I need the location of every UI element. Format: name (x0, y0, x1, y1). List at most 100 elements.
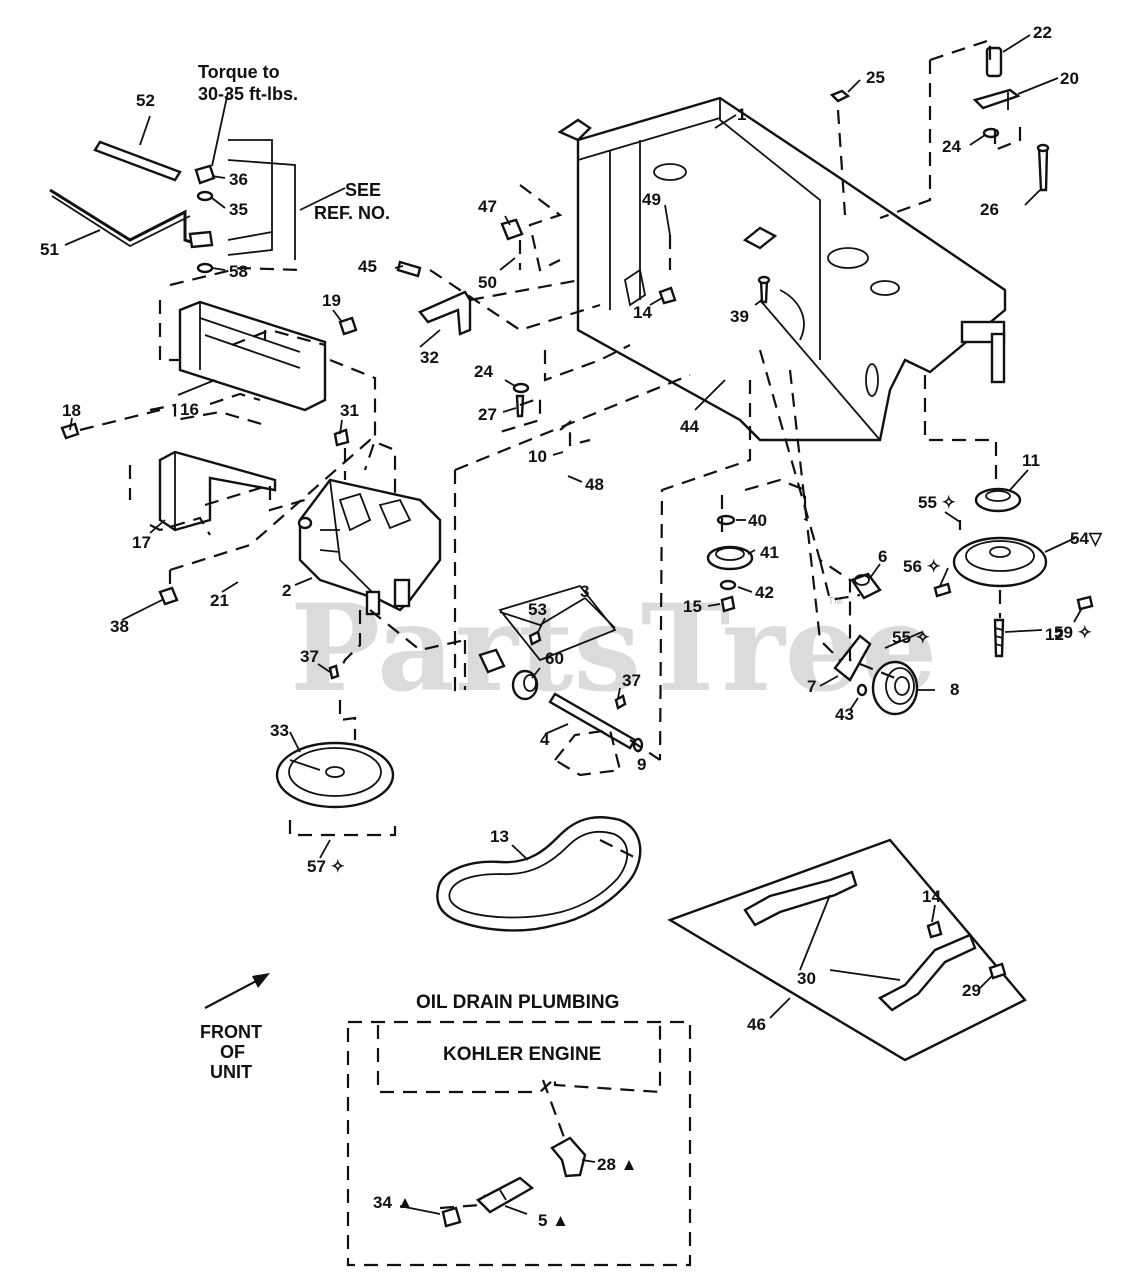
washer-part-24-mid (512, 382, 530, 394)
nut-part-14-frame (658, 286, 677, 305)
callout-3: 3 (580, 582, 589, 601)
oil-drain-title: OIL DRAIN PLUMBING (416, 992, 619, 1013)
nut-part-25 (829, 89, 851, 103)
pin-part-37-shaft (614, 694, 627, 710)
cap-part-34 (441, 1206, 462, 1228)
callout-28: 28 ▲ (597, 1155, 637, 1174)
pulley-part-11 (974, 487, 1022, 513)
front-arrow (204, 973, 270, 1009)
bolt-part-27 (515, 394, 525, 418)
elbow-part-28 (550, 1136, 587, 1178)
callout-31: 31 (340, 401, 359, 420)
screw-part-31 (333, 428, 350, 447)
callout-56: 56 ✧ (903, 557, 941, 576)
callout-14-frame: 14 (633, 303, 652, 322)
torque-note-line2: 30-35 ft-lbs. (198, 84, 298, 104)
callout-21: 21 (210, 591, 229, 610)
callout-36: 36 (229, 170, 248, 189)
bracket-part-30 (743, 870, 977, 1012)
bracket-part-7 (833, 634, 872, 682)
callout-60: 60 (545, 649, 564, 668)
bolt-part-59 (1076, 595, 1094, 611)
callout-27: 27 (478, 405, 497, 424)
callout-59: 59 ✧ (1054, 623, 1092, 642)
fitting-part-5 (475, 1176, 535, 1214)
callout-labels: 1 2 3 4 5 ▲ 6 7 8 9 10 11 12 13 14 14 15… (40, 23, 1103, 1230)
callout-26: 26 (980, 200, 999, 219)
callout-34: 34 ▲ (373, 1193, 413, 1212)
callout-37-left: 37 (300, 647, 319, 666)
callout-44: 44 (680, 417, 699, 436)
callout-41: 41 (760, 543, 779, 562)
callout-10: 10 (528, 447, 547, 466)
nut-part-36 (194, 164, 216, 185)
callout-37-shaft: 37 (622, 671, 641, 690)
bolt-part-29 (988, 962, 1007, 980)
handle-part-52 (93, 140, 182, 182)
bushing-small (478, 648, 506, 674)
callout-51: 51 (40, 240, 59, 259)
torque-note-line1: Torque to (198, 62, 280, 82)
washer-part-35 (196, 190, 214, 202)
callout-11: 11 (1022, 451, 1040, 470)
plug-part-38 (158, 586, 179, 606)
callout-6: 6 (878, 547, 887, 566)
callout-2: 2 (282, 581, 291, 600)
nut-part-47 (500, 218, 524, 241)
bolt-part-56 (933, 582, 952, 598)
link-part-32 (418, 290, 472, 336)
washer-part-58 (196, 262, 214, 274)
front-of-unit-line3: UNIT (210, 1062, 252, 1082)
bushing-part-60 (511, 669, 539, 701)
leader-lines (64, 34, 1083, 1215)
pin-part-45 (396, 260, 422, 278)
callout-48: 48 (585, 475, 604, 494)
callout-25: 25 (866, 68, 885, 87)
callout-33: 33 (270, 721, 289, 740)
front-of-unit-line2: OF (220, 1042, 245, 1062)
callout-5: 5 ▲ (538, 1211, 569, 1230)
washer-part-43 (856, 683, 868, 697)
callout-57: 57 ✧ (307, 857, 345, 876)
callout-13: 13 (490, 827, 509, 846)
callout-24-top: 24 (942, 137, 961, 156)
callout-8: 8 (950, 680, 959, 699)
rod-part-51 (49, 188, 214, 249)
callout-14-plate: 14 (922, 887, 941, 906)
callout-9: 9 (637, 755, 646, 774)
callout-55-lower: 55 ✧ (892, 628, 930, 647)
callout-47: 47 (478, 197, 497, 216)
bracket-part-17 (158, 450, 277, 532)
callout-53: 53 (528, 600, 547, 619)
callout-45: 45 (358, 257, 377, 276)
callout-12: 12 (1045, 625, 1064, 644)
watermark-tm: TM (828, 596, 842, 607)
callout-38: 38 (110, 617, 129, 636)
transmission-part-2 (297, 478, 442, 616)
plate-part-16 (178, 300, 327, 412)
callout-24-mid: 24 (474, 362, 493, 381)
callout-30: 30 (797, 969, 816, 988)
callout-19: 19 (322, 291, 341, 310)
plate-part-46 (667, 838, 1027, 1062)
callout-50: 50 (478, 273, 497, 292)
callout-22: 22 (1033, 23, 1052, 42)
nut-part-15 (720, 595, 736, 613)
pulley-part-33 (275, 741, 395, 809)
callout-46: 46 (747, 1015, 766, 1034)
kohler-engine-label: KOHLER ENGINE (443, 1044, 601, 1065)
callout-35: 35 (229, 200, 248, 219)
callout-54: 54▽ (1070, 529, 1103, 548)
callout-20: 20 (1060, 69, 1079, 88)
screw-part-19 (338, 316, 358, 336)
callout-29: 29 (962, 981, 981, 1000)
bolt-part-26 (1036, 143, 1050, 192)
spacer-part-6 (850, 572, 882, 600)
callout-52: 52 (136, 91, 155, 110)
belt-part-13 (436, 816, 642, 932)
see-ref-note-line2: REF. NO. (314, 203, 390, 223)
callout-1: 1 (737, 105, 746, 124)
bracket-assembly-part-3 (498, 584, 617, 662)
washer-part-42 (719, 579, 737, 591)
